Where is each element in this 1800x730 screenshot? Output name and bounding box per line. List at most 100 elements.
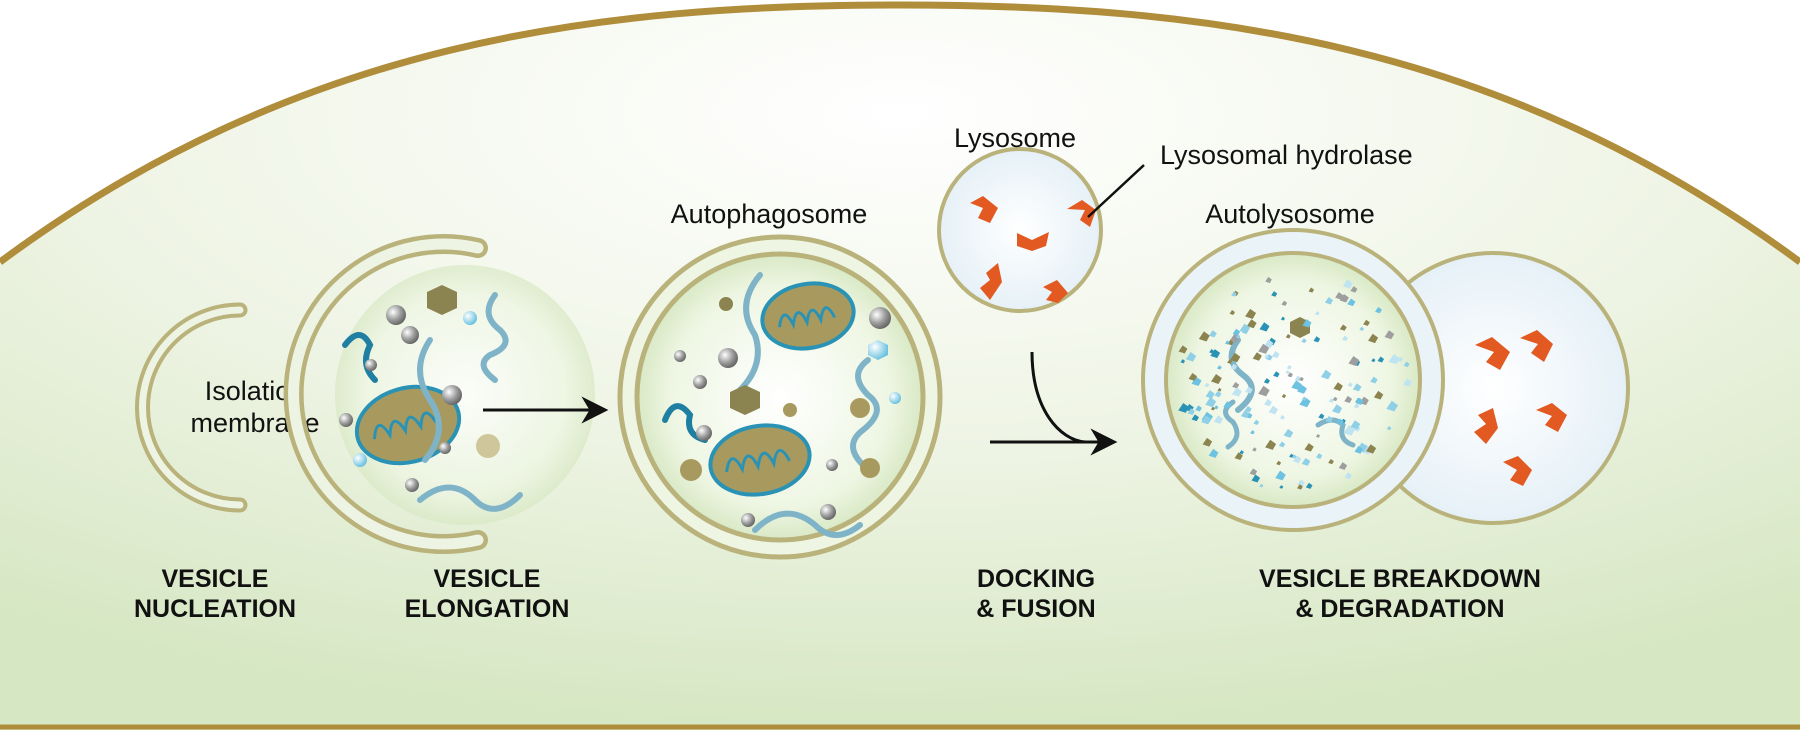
debris-fragment [1258, 385, 1270, 397]
particle [442, 385, 462, 405]
debris-fragment [1244, 406, 1252, 413]
debris-fragment [1350, 420, 1361, 430]
mitochondrion [708, 423, 812, 497]
debris-fragment [1336, 418, 1344, 426]
debris-fragment [1332, 396, 1338, 402]
lysosome [937, 147, 1103, 313]
debris-fragment [1301, 457, 1311, 466]
particle [439, 442, 451, 454]
debris-fragment [1239, 450, 1244, 455]
autolysosome-label: Autolysosome [1205, 199, 1375, 229]
debris-fragment [1281, 300, 1288, 306]
debris-fragment [1214, 390, 1222, 398]
particle [783, 403, 797, 417]
hydrolase-enzyme [1017, 232, 1049, 251]
debris-fragment [1386, 426, 1392, 431]
debris-fragment [1286, 364, 1292, 370]
stage-label-elongation-line2: ELONGATION [405, 595, 570, 623]
debris-fragment [1265, 354, 1273, 361]
stage-label-nucleation-line1: VESICLE [162, 565, 269, 593]
debris-fragment [1191, 414, 1199, 422]
debris-fragment [1354, 397, 1362, 404]
debris-fragment [1343, 425, 1355, 436]
debris-fragment [1352, 383, 1362, 392]
debris-fragment [1305, 482, 1313, 489]
debris-fragment [1259, 483, 1264, 488]
debris-fragment [1342, 335, 1348, 342]
debris-fragment [1195, 405, 1202, 412]
debris-fragment [1279, 485, 1284, 489]
debris-fragment [1271, 291, 1278, 297]
debris-fragment [1348, 356, 1360, 366]
debris-fragment [1239, 323, 1251, 334]
debris-fragment [1353, 403, 1360, 409]
debris-fragment [1225, 340, 1230, 345]
autophagosome-label: Autophagosome [671, 199, 868, 229]
protein-strand [342, 332, 378, 383]
debris-fragment [1287, 372, 1293, 378]
debris-fragment [1347, 382, 1353, 387]
debris-fragment [1339, 324, 1347, 331]
debris-fragment [1264, 354, 1269, 359]
debris-fragment [1304, 443, 1314, 452]
debris-fragment [1315, 433, 1321, 438]
debris-fragment [1268, 405, 1278, 415]
debris-fragment [1368, 333, 1379, 344]
particle [353, 453, 367, 467]
debris-fragment [1342, 279, 1353, 289]
particle [386, 305, 406, 325]
mitochondrion [760, 281, 856, 351]
debris-fragment [1386, 400, 1399, 412]
protein-strand [737, 272, 763, 393]
debris-fragment [1202, 437, 1213, 447]
debris-fragment [1279, 415, 1285, 420]
debris-fragment [1230, 352, 1241, 363]
debris-fragment [1301, 396, 1307, 401]
debris-fragment [1403, 361, 1410, 368]
debris-fragment [1332, 404, 1343, 414]
hydrolase-enzyme [1503, 456, 1532, 486]
stage-label-nucleation-line2: NUCLEATION [134, 595, 296, 623]
debris-fragment [1315, 453, 1323, 459]
debris-fragment [1178, 345, 1188, 354]
debris-fragment [1370, 376, 1378, 384]
autolysosome [1141, 228, 1630, 532]
debris-fragment [1235, 334, 1241, 339]
autophagosome [617, 234, 943, 560]
debris-fragment [1297, 384, 1307, 394]
debris-fragment [1271, 350, 1280, 359]
hydrolase-enzyme [1475, 337, 1510, 370]
debris-fragment [1210, 349, 1221, 359]
debris-fragment [1263, 398, 1272, 407]
particle [869, 307, 891, 329]
stage-label-docking-line1: DOCKING [977, 565, 1095, 593]
particle [680, 459, 702, 481]
debris-fragment [1249, 468, 1258, 476]
particle [889, 392, 901, 404]
debris-fragment [1339, 293, 1349, 303]
hydrolase-enzyme [1520, 330, 1553, 362]
debris-fragment [1231, 387, 1242, 397]
hydrolase-enzyme [970, 196, 998, 223]
debris-fragment [1259, 322, 1270, 332]
debris-fragment [1232, 328, 1241, 336]
debris-fragment [1299, 396, 1311, 408]
debris-fragment [1211, 373, 1222, 384]
debris-fragment [1335, 292, 1344, 300]
debris-fragment [1252, 352, 1262, 361]
debris-fragment [1359, 326, 1364, 331]
stage-label-docking-line2: & FUSION [976, 595, 1095, 623]
protein-strand [417, 484, 523, 512]
debris-fragment [1344, 472, 1352, 480]
debris-fragment [1338, 462, 1348, 470]
debris-fragment [1297, 484, 1303, 490]
stage-label-elongation-line1: VESICLE [434, 565, 541, 593]
particle [693, 375, 707, 389]
debris-fragment [1285, 333, 1291, 339]
debris-fragment [1204, 382, 1210, 388]
debris-fragment [1324, 297, 1334, 305]
debris-fragment [1178, 402, 1190, 413]
debris-fragment [1291, 380, 1302, 391]
debris-fragment [1292, 455, 1302, 464]
debris-fragment [1373, 390, 1384, 400]
